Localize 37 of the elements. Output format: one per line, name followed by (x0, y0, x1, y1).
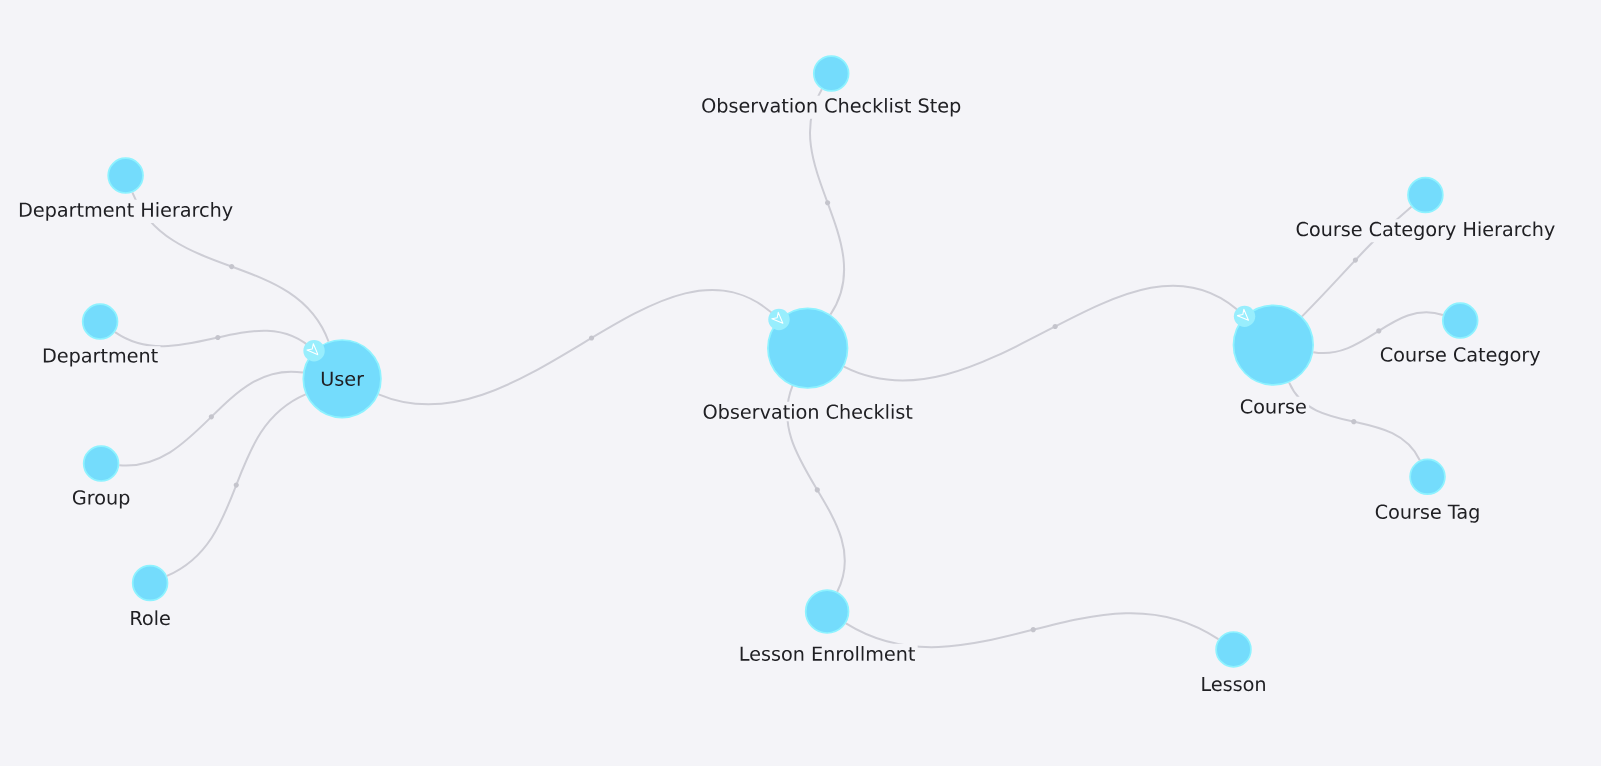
graph-node: Lesson (1202, 631, 1265, 692)
node-label: Group (72, 490, 130, 509)
node-label: Course Tag (1375, 504, 1479, 523)
graph-node: Course Category Hierarchy (1296, 176, 1555, 241)
graph-node: Group (72, 445, 130, 509)
node-label: Course (1240, 399, 1306, 414)
connector (842, 285, 1256, 382)
graph-node: Observation Checklist Step (702, 55, 961, 117)
connector (118, 370, 304, 467)
graph-node: Course Category (1380, 302, 1541, 366)
connector (845, 612, 1220, 648)
connector (165, 393, 307, 577)
node-label: Department Hierarchy (19, 202, 233, 221)
connector (1301, 205, 1413, 318)
graph-node: Course Tag (1375, 458, 1479, 523)
node-label: Observation Checklist (703, 404, 913, 419)
node-label: Course Category Hierarchy (1296, 221, 1555, 241)
graph-node: Lesson Enrollment (740, 589, 915, 661)
connector (1288, 381, 1421, 462)
graph-node: Observation Checklist (703, 307, 913, 419)
connector (809, 88, 845, 316)
connector (786, 384, 846, 593)
connector (1312, 311, 1444, 355)
graph-node: Course (1232, 304, 1314, 414)
node-label: Observation Checklist Step (702, 97, 961, 117)
graph-node: Role (131, 564, 170, 626)
node-label: Lesson Enrollment (740, 646, 915, 661)
graph-node: User (302, 339, 382, 419)
node-label: Department (43, 348, 158, 367)
graph-node: Department (43, 303, 158, 367)
node-label: Lesson (1202, 676, 1265, 692)
graph-node: Department Hierarchy (19, 157, 233, 221)
connector (131, 191, 330, 343)
node-label: Role (131, 610, 170, 626)
connector (377, 289, 790, 405)
node-label: Course Category (1380, 347, 1541, 366)
connector (114, 329, 325, 362)
